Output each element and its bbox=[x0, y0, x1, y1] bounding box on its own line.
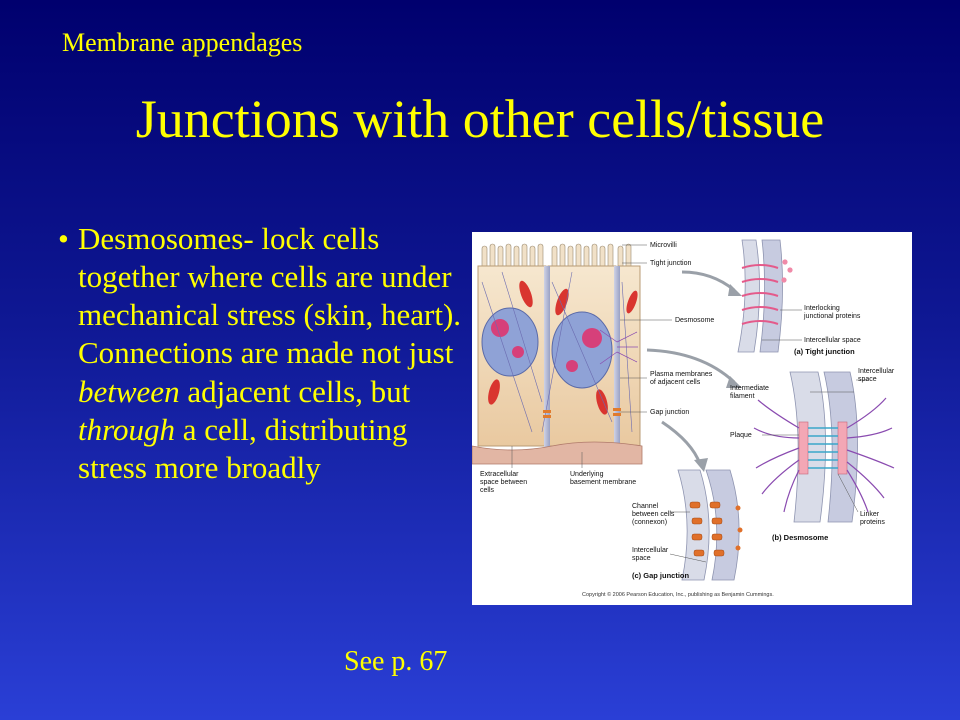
page-reference: See p. 67 bbox=[344, 646, 448, 677]
label-extracellular-1: Extracellular bbox=[480, 471, 519, 478]
tight-junction-illustration bbox=[737, 239, 793, 353]
bullet-lead: Desmosomes- lock cells together where ce… bbox=[78, 221, 462, 371]
label-microvilli: Microvilli bbox=[650, 242, 677, 249]
label-channel-2: between cells bbox=[632, 511, 675, 518]
epithelial-cells-illustration bbox=[472, 243, 643, 465]
label-intercellular-c-1: Intercellular bbox=[632, 547, 669, 554]
label-interlocking-1: Interlocking bbox=[804, 305, 840, 312]
slide-title: Junctions with other cells/tissue bbox=[135, 89, 825, 149]
section-label: Membrane appendages bbox=[62, 28, 303, 57]
gap-junction-illustration bbox=[677, 469, 743, 581]
label-gap-junction: Gap junction bbox=[650, 409, 689, 416]
desmosome-illustration bbox=[753, 371, 895, 523]
label-plasma-membranes-1: Plasma membranes bbox=[650, 371, 713, 378]
bullet-dot-icon: • bbox=[58, 221, 69, 256]
bullet-emphasis-through: through bbox=[78, 411, 176, 447]
figure-copyright: Copyright © 2006 Pearson Education, Inc.… bbox=[582, 591, 774, 598]
bullet-desmosomes: • Desmosomes- lock cells together where … bbox=[44, 220, 464, 487]
label-intercellular-space-a: Intercellular space bbox=[804, 337, 861, 344]
arrow-to-gap-junction bbox=[661, 420, 702, 465]
label-basement-2: basement membrane bbox=[570, 479, 636, 486]
label-interlocking-2: junctional proteins bbox=[803, 313, 861, 320]
label-plasma-membranes-2: of adjacent cells bbox=[650, 379, 701, 386]
bullet-text: Desmosomes- lock cells together where ce… bbox=[78, 220, 464, 487]
label-panel-b: (b) Desmosome bbox=[772, 533, 828, 542]
label-linker-2: proteins bbox=[860, 519, 885, 526]
label-intercellular-c-2: space bbox=[632, 555, 651, 562]
label-channel-1: Channel bbox=[632, 503, 659, 510]
junction-figure: Microvilli Tight junction Desmosome Plas… bbox=[472, 232, 912, 605]
bullet-tail: a cell, distributing stress more broadly bbox=[78, 411, 408, 485]
label-intercellular-b-2: space bbox=[858, 376, 877, 383]
junction-diagram: Microvilli Tight junction Desmosome Plas… bbox=[472, 239, 895, 598]
label-tight-junction: Tight junction bbox=[650, 260, 691, 267]
bullet-mid: adjacent cells, but bbox=[187, 373, 411, 409]
label-desmosome: Desmosome bbox=[675, 317, 714, 324]
bullet-emphasis-between: between bbox=[78, 373, 180, 409]
label-basement-1: Underlying bbox=[570, 471, 604, 478]
arrow-to-tight-junction bbox=[681, 270, 735, 292]
label-linker-1: Linker bbox=[860, 511, 880, 518]
label-plaque: Plaque bbox=[730, 432, 752, 439]
label-intercellular-b-1: Intercellular bbox=[858, 368, 895, 375]
label-panel-c: (c) Gap junction bbox=[632, 571, 690, 580]
label-intermediate-2: filament bbox=[730, 393, 755, 400]
label-intermediate-1: Intermediate bbox=[730, 385, 769, 392]
label-channel-3: (connexon) bbox=[632, 519, 667, 526]
label-extracellular-2: space between bbox=[480, 479, 527, 486]
label-panel-a: (a) Tight junction bbox=[794, 347, 855, 356]
label-extracellular-3: cells bbox=[480, 487, 495, 494]
arrow-to-desmosome bbox=[646, 348, 736, 384]
